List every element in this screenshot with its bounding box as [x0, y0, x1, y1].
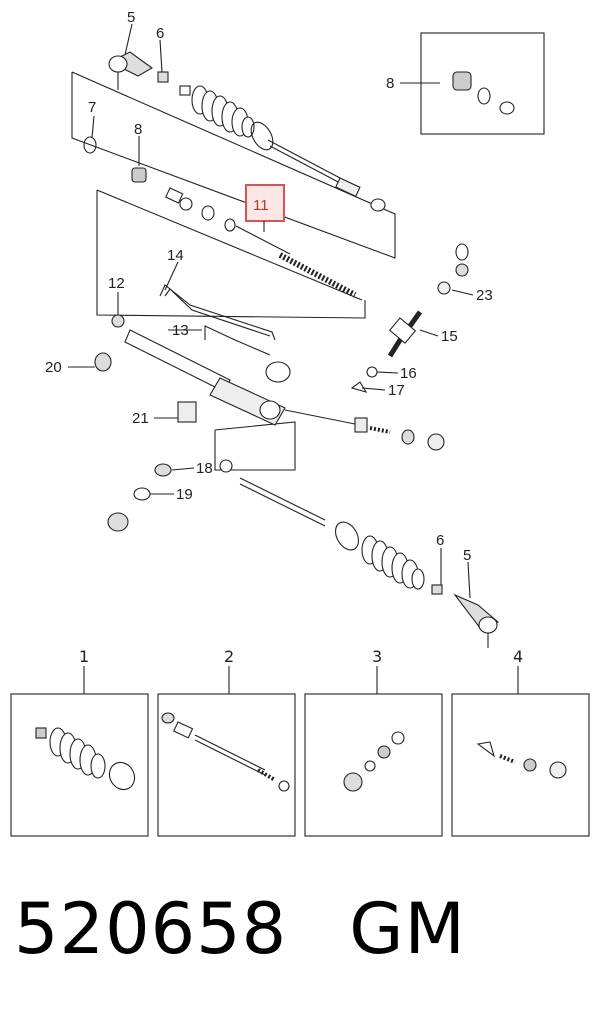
callout-19: 19 [176, 486, 193, 503]
steering-rack-exploded-diagram: 5 6 8 7 8 11 14 12 23 13 15 20 16 17 21 … [10, 9, 590, 837]
callout-23: 23 [476, 287, 493, 304]
callout-15: 15 [441, 328, 458, 345]
kit-box-4 [451, 693, 590, 837]
kit-4-contents-icon [476, 741, 567, 779]
kit-3-contents-icon [343, 731, 405, 792]
part-number: 520658 [14, 888, 288, 970]
adjuster-icon [284, 409, 445, 451]
part-caption: 520658 GM [14, 888, 466, 970]
callout-16: 16 [400, 365, 417, 382]
highlight-box-11 [245, 184, 285, 222]
tie-rod-end-lower-icon [453, 593, 500, 648]
pinion-15-icon [387, 243, 469, 358]
frame-lower [214, 421, 296, 471]
rack-11-icon [165, 187, 357, 298]
callout-17: 17 [388, 382, 405, 399]
callout-14: 14 [167, 247, 184, 264]
bellows-upper-icon [191, 85, 255, 138]
rack-housing-icon [124, 329, 291, 426]
callout-21: 21 [132, 410, 149, 427]
callout-11: 11 [253, 197, 269, 214]
kit-box-3 [304, 693, 443, 837]
callout-13: 13 [172, 322, 189, 339]
pipe-13-icon [204, 325, 271, 356]
pipe-14-icon [159, 284, 276, 341]
bushing-8-icon [131, 167, 147, 183]
callout-5-upper: 5 [127, 9, 135, 26]
kit-box-2 [157, 693, 296, 837]
kit-label-4: 4 [513, 647, 523, 666]
callout-18: 18 [196, 460, 213, 477]
manufacturer: GM [349, 888, 466, 970]
kit-label-3: 3 [372, 647, 382, 666]
callout-6-lower: 6 [436, 532, 444, 549]
callout-12: 12 [108, 275, 125, 292]
kit-2-contents-icon [161, 712, 290, 792]
tie-rod-end-upper-icon [108, 51, 154, 90]
callout-7: 7 [88, 99, 96, 116]
kit-8-contents-icon [452, 71, 515, 115]
kit-label-2: 2 [224, 647, 234, 666]
kit-label-1: 1 [79, 647, 89, 666]
callout-20: 20 [45, 359, 62, 376]
callout-5-lower: 5 [463, 547, 471, 564]
kit-1-contents-icon [35, 727, 136, 791]
callout-8-mid: 8 [134, 121, 142, 138]
callout-6-upper: 6 [156, 25, 164, 42]
callout-8-box: 8 [386, 75, 394, 92]
frame-middle [96, 190, 366, 319]
kit-box-1 [10, 693, 149, 837]
bellows-lower-icon [361, 535, 425, 590]
seal-7-icon [83, 136, 97, 154]
frame-upper [71, 71, 396, 259]
